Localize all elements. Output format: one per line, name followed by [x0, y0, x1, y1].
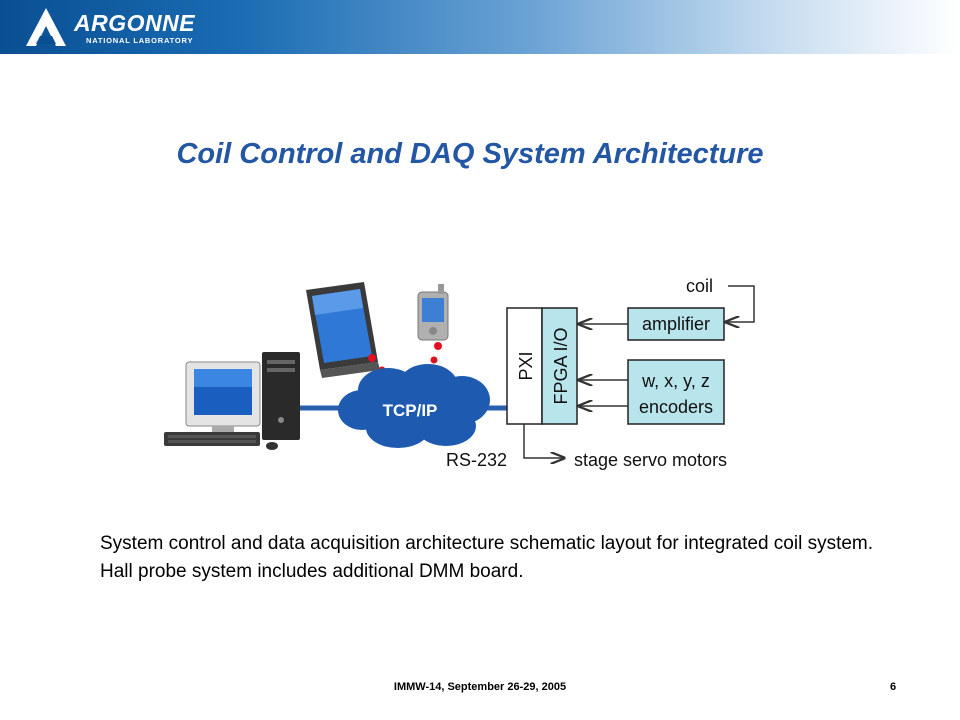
fpga-io-label: FPGA I/O [551, 327, 571, 404]
rs232-label: RS-232 [446, 450, 507, 470]
cloud-label: TCP/IP [383, 401, 438, 420]
argonne-a-icon [26, 8, 66, 46]
coil-loop-arrow [726, 285, 755, 322]
rs232-arrow [523, 424, 564, 458]
header-banner: ARGONNE NATIONAL LABORATORY [0, 0, 960, 54]
page-number: 6 [890, 681, 897, 693]
logo-subtitle: NATIONAL LABORATORY [86, 36, 194, 45]
encoders-label-line1: w, x, y, z [641, 371, 710, 391]
architecture-diagram: TCP/IP PXI FPGA I/O amplifier w, x, y, z… [164, 276, 755, 470]
logo-wordmark: ARGONNE [74, 10, 196, 36]
diagram-caption: System control and data acquisition arch… [100, 533, 874, 582]
coil-label: coil [686, 276, 713, 296]
fpga-io-box [541, 307, 578, 425]
slide-title: Coil Control and DAQ System Architecture [176, 138, 764, 170]
servo-motors-label: stage servo motors [574, 450, 727, 470]
pxi-label: PXI [516, 351, 536, 380]
tablet-pc-icon [306, 282, 380, 378]
desktop-computer-icon [164, 352, 300, 450]
footer-text: IMMW-14, September 26-29, 2005 [393, 681, 567, 693]
encoders-box [627, 359, 725, 425]
pda-icon [417, 284, 449, 341]
amplifier-label: amplifier [642, 314, 710, 334]
argonne-logo: ARGONNE NATIONAL LABORATORY [22, 6, 212, 48]
tcp-ip-cloud: TCP/IP [338, 364, 490, 448]
encoders-label-line2: encoders [639, 397, 713, 417]
